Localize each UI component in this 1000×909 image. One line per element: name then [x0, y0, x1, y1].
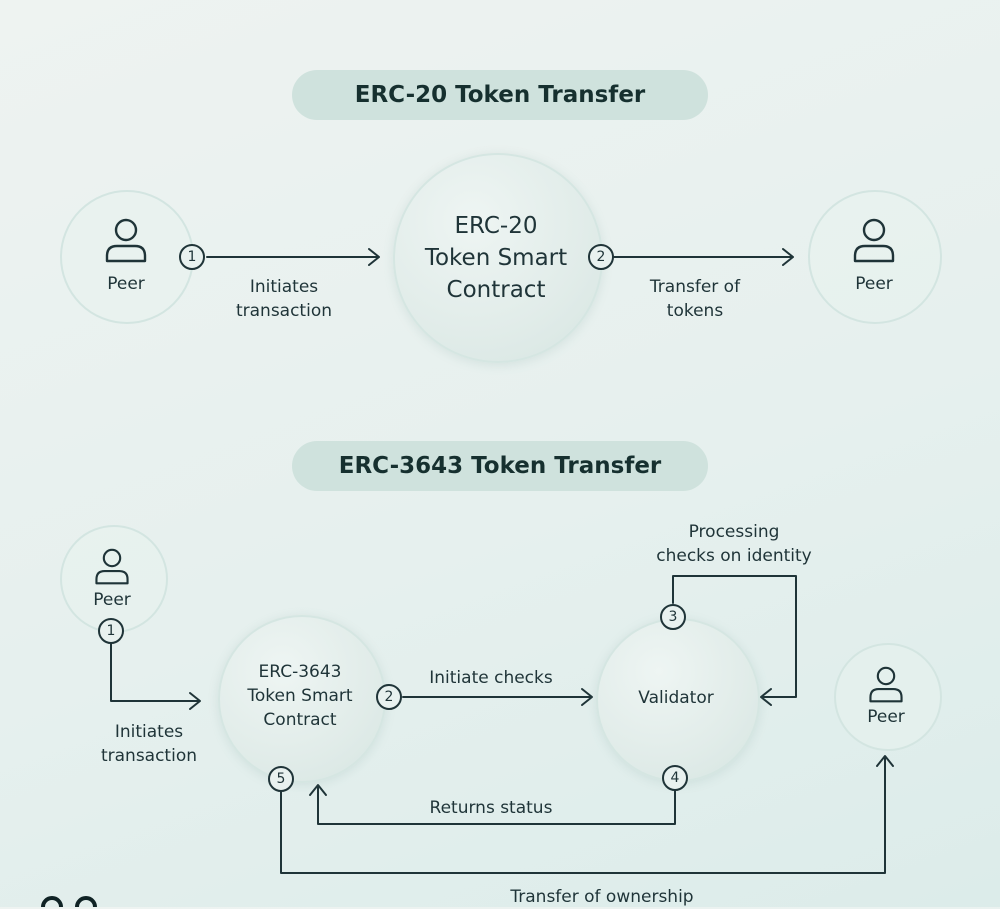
erc20-contract-line1: ERC-20: [454, 213, 538, 239]
erc20-step2-label: Transfer of tokens: [625, 275, 765, 323]
person-icon: [105, 218, 147, 263]
erc3643-contract-line1: ERC-3643: [258, 662, 342, 682]
erc20-left-peer-label: Peer: [107, 274, 145, 294]
erc3643-step1-badge: 1: [98, 618, 124, 644]
erc20-step2-badge: 2: [588, 244, 614, 270]
erc3643-step3-line2: checks on identity: [656, 546, 812, 566]
erc3643-step2-badge: 2: [376, 684, 402, 710]
erc3643-title-pill: ERC-3643 Token Transfer: [292, 441, 708, 491]
erc3643-step1-line1: Initiates: [114, 722, 184, 742]
erc3643-contract-label: ERC-3643 Token Smart Contract: [220, 660, 380, 732]
erc20-step2-line2: tokens: [666, 301, 724, 321]
erc20-right-peer-label: Peer: [855, 274, 893, 294]
erc3643-contract-line2: Token Smart: [247, 686, 353, 706]
erc3643-step3-line1: Processing: [688, 522, 780, 542]
erc20-step1-label: Initiates transaction: [214, 275, 354, 323]
erc3643-receiver-peer-circle: [834, 643, 942, 751]
erc3643-title: ERC-3643 Token Transfer: [338, 453, 662, 479]
erc3643-step3-badge: 3: [660, 604, 686, 630]
erc3643-step1-label: Initiates transaction: [79, 720, 219, 768]
person-icon: [869, 666, 903, 703]
erc3643-arrow-processing: [672, 575, 797, 698]
erc3643-arrow-transfer-ownership: [280, 756, 886, 874]
erc20-step1-badge: 1: [179, 244, 205, 270]
erc3643-receiver-peer-label: Peer: [867, 707, 905, 727]
erc3643-step5-label: Transfer of ownership: [510, 887, 694, 907]
erc3643-step4-label: Returns status: [429, 798, 553, 818]
erc20-step2-line1: Transfer of: [649, 277, 741, 297]
erc3643-contract-line3: Contract: [263, 710, 337, 730]
erc20-contract-line2: Token Smart: [424, 245, 568, 271]
erc20-title-pill: ERC-20 Token Transfer: [292, 70, 708, 120]
erc3643-arrow-initiates: [110, 643, 200, 702]
erc3643-arrow-returns-status: [317, 785, 676, 825]
erc3643-step1-line2: transaction: [100, 746, 198, 766]
erc20-step1-line2: transaction: [235, 301, 333, 321]
erc20-right-peer-circle: [808, 190, 942, 324]
person-icon: [853, 218, 895, 263]
logo-partial-icon: [41, 896, 97, 907]
erc20-contract-label: ERC-20 Token Smart Contract: [396, 210, 596, 306]
erc3643-step4-badge: 4: [662, 765, 688, 791]
erc3643-sender-peer-label: Peer: [93, 590, 131, 610]
erc3643-sender-peer-circle: [60, 525, 168, 633]
erc3643-step2-label: Initiate checks: [429, 668, 553, 688]
erc20-title: ERC-20 Token Transfer: [354, 82, 646, 108]
validator-label: Validator: [638, 688, 714, 708]
erc20-step1-line1: Initiates: [249, 277, 319, 297]
erc3643-step5-badge: 5: [268, 766, 294, 792]
person-icon: [95, 548, 129, 585]
erc3643-step3-label: Processing checks on identity: [634, 520, 834, 568]
erc20-contract-line3: Contract: [446, 277, 546, 303]
